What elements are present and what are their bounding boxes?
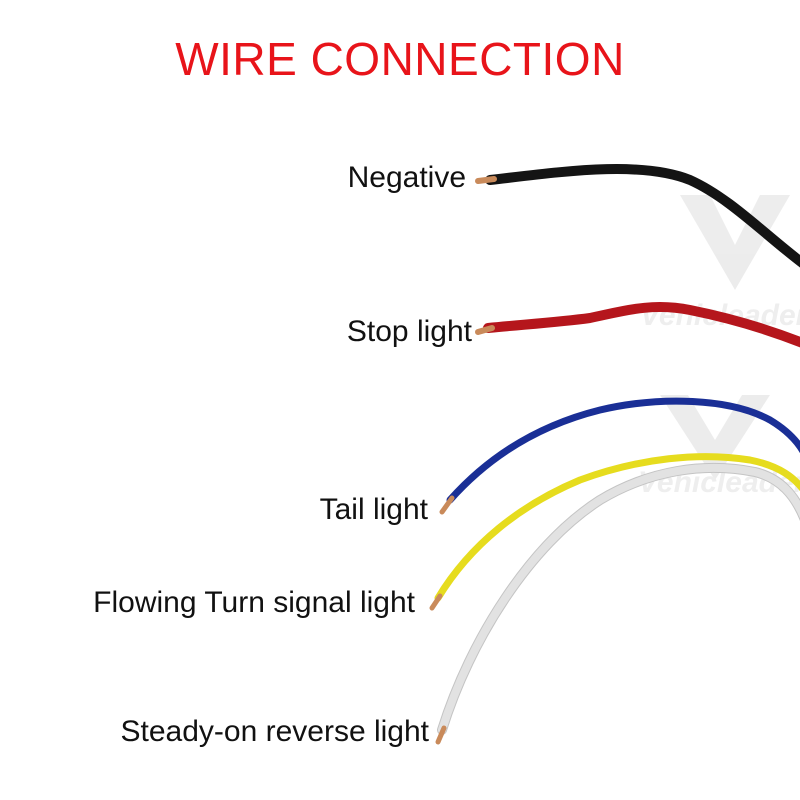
wire-tip-reverse: [435, 725, 447, 745]
label-negative: Negative: [347, 161, 466, 194]
label-tail-light: Tail light: [319, 493, 428, 526]
wire-tip-tail: [439, 495, 455, 515]
wire-tip-stop: [475, 325, 495, 335]
wire-tip-flowing: [429, 593, 443, 611]
label-steady-on-reverse-light: Steady-on reverse light: [120, 715, 430, 748]
wire-flowing: [434, 453, 800, 602]
wire-tip-negative: [475, 176, 497, 184]
wire-reverse-outline: [437, 462, 800, 735]
label-flowing-turn-signal-light: Flowing Turn signal light: [93, 586, 415, 619]
wire-tail: [446, 397, 800, 504]
wire-negative: [485, 164, 800, 268]
wire-reverse: [438, 463, 800, 734]
page-title: WIRE CONNECTION: [175, 33, 625, 85]
wire-stop: [483, 302, 800, 348]
label-stop-light: Stop light: [346, 315, 472, 348]
